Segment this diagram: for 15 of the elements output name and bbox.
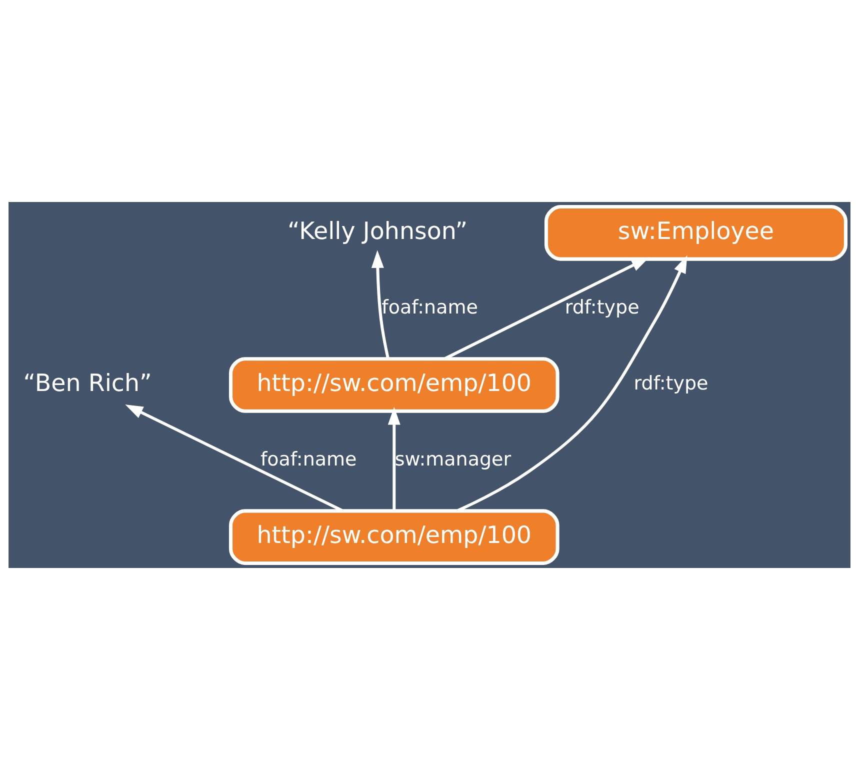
- edge-label: sw:manager: [394, 448, 512, 470]
- node-box: sw:Employee: [544, 204, 848, 260]
- arrow: [388, 406, 400, 510]
- node-box: http://sw.com/emp/100: [228, 508, 560, 565]
- arrow: [371, 250, 390, 358]
- arrow: [125, 404, 344, 512]
- edge-label: foaf:name: [260, 448, 357, 470]
- arrow: [444, 256, 650, 360]
- edge-label: rdf:type: [634, 372, 708, 394]
- node-box: http://sw.com/emp/100: [228, 356, 560, 412]
- edge-label: foaf:name: [382, 296, 478, 318]
- node-text: “Kelly Johnson”: [288, 216, 468, 244]
- node-text: “Ben Rich”: [23, 368, 152, 396]
- arrow: [456, 254, 688, 512]
- edge-label: rdf:type: [564, 296, 640, 318]
